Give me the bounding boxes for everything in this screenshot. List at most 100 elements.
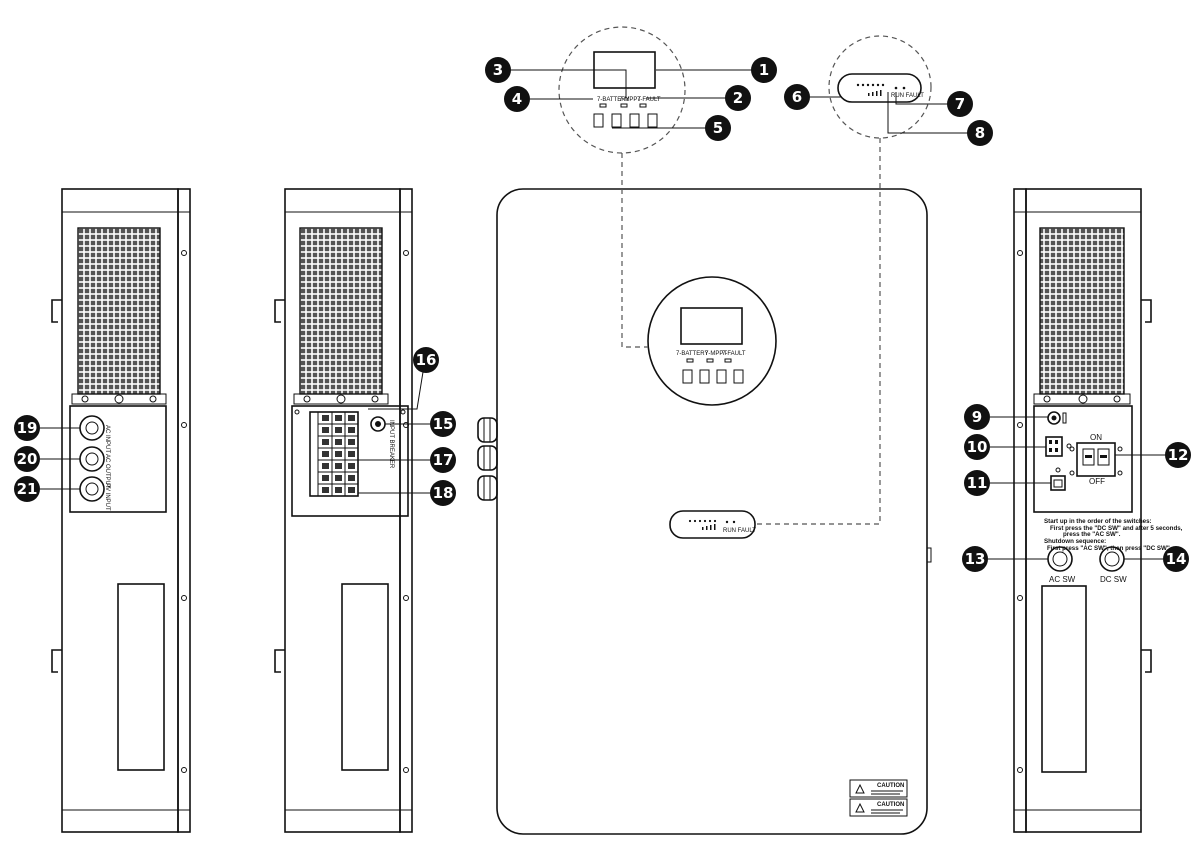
startup-text-2: press the "AC SW". (1063, 531, 1121, 538)
ac-output-label: AC OUTPUT (104, 454, 110, 489)
ac-input-gland (79, 415, 105, 441)
zoom-display-bubble: 7-BATTERY 7-MPPT 7-FAULT (558, 26, 686, 348)
callout-4: 4 (504, 86, 530, 112)
svg-text:7: 7 (955, 95, 965, 113)
callout-19: 19 (14, 415, 40, 441)
callout-5: 5 (705, 115, 731, 141)
vent-grille (299, 227, 383, 395)
down-button-zoom (629, 113, 640, 128)
svg-text:16: 16 (416, 351, 437, 369)
enter-button[interactable] (682, 369, 693, 384)
esc-button-zoom (647, 113, 658, 128)
svg-text:14: 14 (1166, 550, 1187, 568)
startup-text-1: First press the "DC SW" and after 5 seco… (1050, 525, 1183, 532)
svg-text:17: 17 (433, 451, 454, 469)
dc-sw-label: DC SW (1100, 575, 1127, 584)
dc-breaker[interactable] (1069, 442, 1123, 477)
callout-10: 10 (964, 434, 990, 460)
led-label-zoom: 7-BATTERY (597, 97, 629, 103)
terminal-side-view: INPUT BREAKER (274, 188, 413, 833)
svg-text:13: 13 (965, 550, 986, 568)
svg-text:5: 5 (713, 119, 723, 137)
up-button-zoom (611, 113, 622, 128)
cable-gland-3 (477, 475, 498, 501)
switch-side-view: ON OFF Start up in the order of the swit… (1013, 188, 1183, 833)
caution-title: CAUTION (877, 783, 904, 789)
svg-text:4: 4 (512, 90, 522, 108)
led-label: 7-BATTERY (676, 351, 708, 357)
callout-6: 6 (784, 84, 810, 110)
callout-2: 2 (725, 85, 751, 111)
cable-gland-1 (477, 417, 498, 443)
svg-text:1: 1 (759, 61, 769, 79)
callout-13: 13 (962, 546, 988, 572)
callout-14: 14 (1163, 546, 1189, 572)
zoom-status-bubble: RUN FAULT (756, 35, 932, 525)
callout-badges: 1 2 3 4 5 6 7 8 9 10 11 12 13 14 15 16 1… (14, 57, 1191, 572)
callout-15: 15 (430, 411, 456, 437)
side-window (117, 583, 165, 771)
down-button[interactable] (716, 369, 727, 384)
ac-output-gland (79, 446, 105, 472)
vent-grille (1039, 227, 1125, 395)
svg-text:19: 19 (17, 419, 38, 437)
status-led-label: RUN FAULT (723, 528, 756, 534)
breaker-on-label: ON (1090, 433, 1102, 442)
callout-12: 12 (1165, 442, 1191, 468)
svg-text:18: 18 (433, 484, 454, 502)
startup-title: Start up in the order of the switches: (1044, 518, 1152, 525)
terminal-area (291, 405, 409, 517)
led-label: 7-FAULT (722, 351, 746, 357)
switch-panel (1033, 405, 1133, 513)
esc-button[interactable] (733, 369, 744, 384)
svg-text:12: 12 (1168, 446, 1189, 464)
callout-17: 17 (430, 447, 456, 473)
side-window (341, 583, 389, 771)
lcd-screen (680, 307, 743, 345)
svg-text:21: 21 (17, 480, 38, 498)
svg-text:2: 2 (733, 89, 743, 107)
input-breaker-knob (370, 416, 386, 432)
caution-title: CAUTION (877, 802, 904, 808)
callout-1: 1 (751, 57, 777, 83)
svg-text:8: 8 (975, 124, 985, 142)
led-label: 7-MPPT (705, 351, 727, 357)
comm-port[interactable] (1050, 467, 1066, 491)
front-display-panel: 7-BATTERY 7-MPPT 7-FAULT (647, 276, 777, 406)
up-button[interactable] (699, 369, 710, 384)
callout-9: 9 (964, 404, 990, 430)
ground-knob (1047, 411, 1067, 425)
callout-20: 20 (14, 446, 40, 472)
led-label-zoom: 7-MPPT (619, 97, 641, 103)
callout-8: 8 (967, 120, 993, 146)
dip-switch[interactable] (1045, 436, 1072, 457)
callout-11: 11 (964, 470, 990, 496)
svg-text:11: 11 (967, 474, 988, 492)
input-breaker-label: INPUT BREAKER (388, 420, 394, 469)
ac-sw-label: AC SW (1049, 575, 1076, 584)
status-led-label-zoom: RUN FAULT (891, 93, 924, 99)
callout-7: 7 (947, 91, 973, 117)
caution-labels: CAUTION CAUTION (849, 779, 908, 817)
svg-text:6: 6 (792, 88, 802, 106)
ac-input-label: AC INPUT (104, 425, 110, 453)
callout-18: 18 (430, 480, 456, 506)
pv-input-gland (79, 476, 105, 502)
callout-21: 21 (14, 476, 40, 502)
leader-lines (40, 69, 1166, 560)
callout-3: 3 (485, 57, 511, 83)
shutdown-title: Shutdown sequence: (1044, 538, 1106, 545)
breaker-off-label: OFF (1089, 477, 1105, 486)
pv-input-label: PV INPUT (104, 483, 110, 511)
svg-text:20: 20 (17, 450, 38, 468)
side-window (1041, 585, 1087, 773)
enter-button-zoom (593, 113, 604, 128)
svg-text:9: 9 (972, 408, 982, 426)
terminal-block (309, 411, 359, 497)
vent-grille (77, 227, 161, 395)
svg-text:15: 15 (433, 415, 454, 433)
front-view: 7-BATTERY 7-MPPT 7-FAULT RUN FAULT (477, 188, 932, 835)
led-label-zoom: 7-FAULT (637, 97, 661, 103)
svg-text:3: 3 (493, 61, 503, 79)
